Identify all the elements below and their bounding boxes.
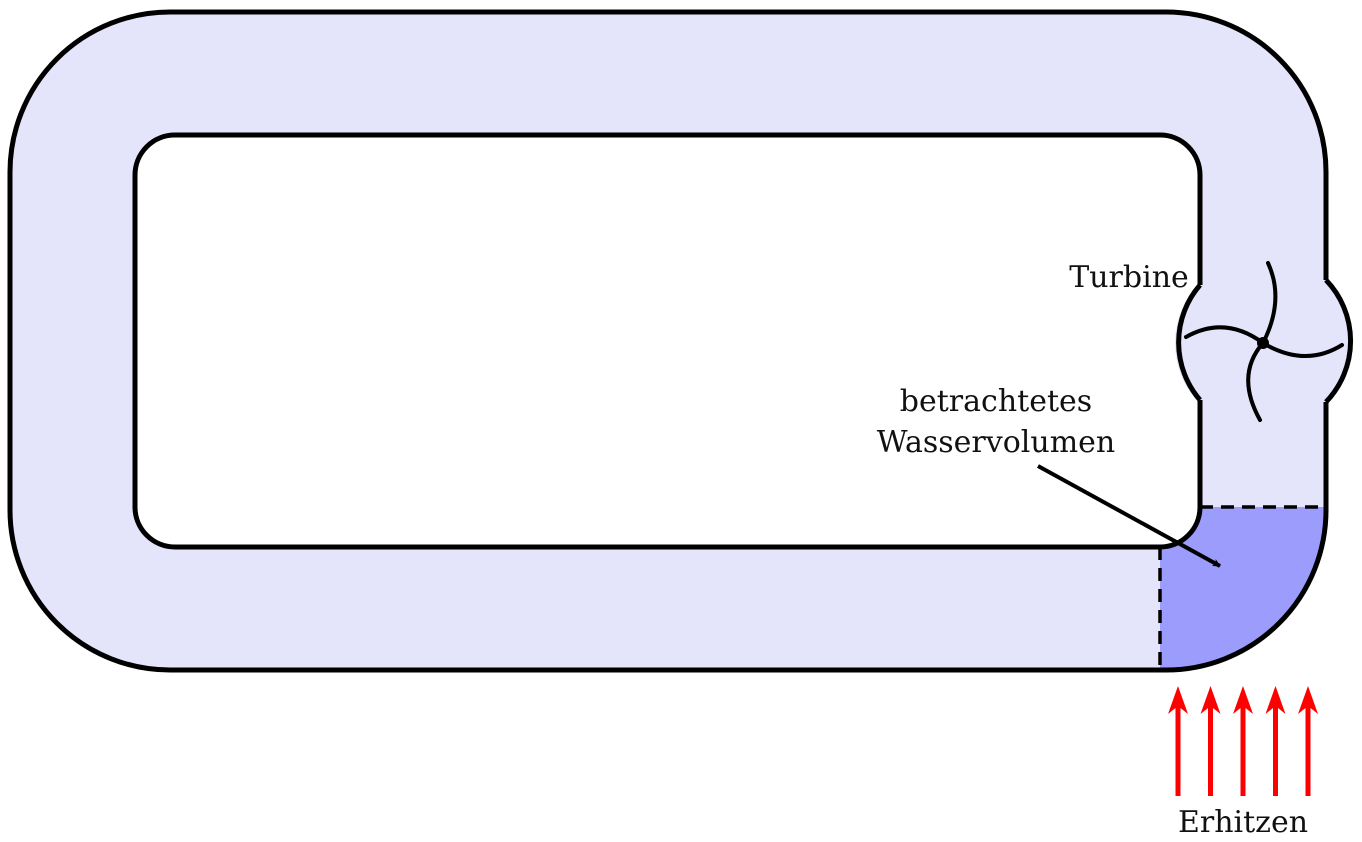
heating-label: Erhitzen (1178, 805, 1308, 840)
heat-arrow-head (1200, 686, 1221, 714)
volume-label-line2: Wasservolumen (877, 425, 1115, 460)
turbine-label: Turbine (1069, 260, 1189, 295)
turbine-housing-left (1176, 283, 1202, 402)
heat-arrow-head (1233, 686, 1253, 714)
pipe-body (10, 12, 1326, 670)
pipe-outer-wall (7, 9, 1329, 673)
volume-pointer-arrow (1037, 464, 1221, 568)
heat-arrows (1168, 686, 1318, 796)
volume-label-line1: betrachtetes (900, 384, 1092, 419)
heat-arrow-head (1168, 686, 1188, 714)
water-volume-region (1160, 507, 1327, 670)
turbine-housing-right (1324, 278, 1354, 404)
turbine-rotor (1184, 261, 1344, 422)
heat-arrow-head (1298, 686, 1318, 714)
pipe-inner-wall (132, 132, 1203, 550)
heat-arrow-head (1265, 686, 1286, 714)
